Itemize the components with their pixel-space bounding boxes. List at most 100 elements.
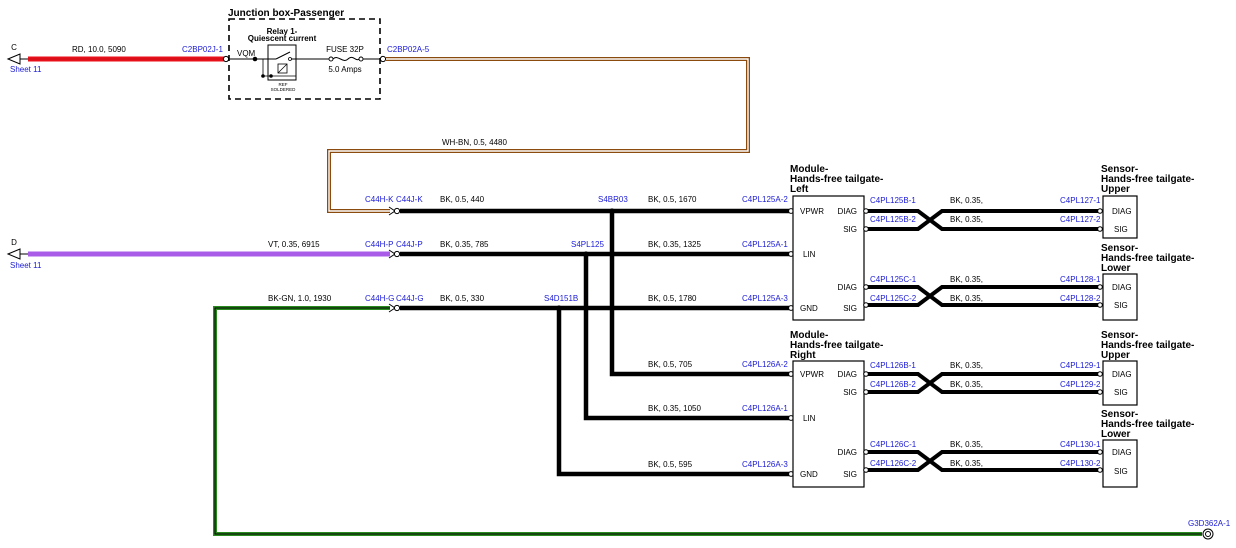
module-right-pin-sig-2: SIG: [843, 470, 857, 479]
connector-c4pl125b-1[interactable]: C4PL125B-1: [870, 196, 916, 205]
wire-twist-label-1: BK, 0.35,: [950, 196, 983, 205]
ground-g3d362a-1: G3D362A-1: [1188, 519, 1231, 540]
c44-connectors: C44H-K C44J-K C44H-P C44J-P C44H-G C44J-…: [365, 195, 424, 313]
wire-bk-705-label: BK, 0.5, 705: [648, 360, 693, 369]
module-right-pin-diag-1: DIAG: [837, 370, 857, 379]
connector-c4pl126b-2[interactable]: C4PL126B-2: [870, 380, 916, 389]
connector-c4pl129-1[interactable]: C4PL129-1: [1060, 361, 1101, 370]
module-right-pin-sig-1: SIG: [843, 388, 857, 397]
connector-c4pl126a-3[interactable]: C4PL126A-3: [742, 460, 788, 469]
wire-wh-bn: [327, 57, 750, 213]
wire-twist-label-6: BK, 0.35,: [950, 380, 983, 389]
wire-wh-bn-label: WH-BN, 0.5, 4480: [442, 138, 507, 147]
connector-c4pl125c-1[interactable]: C4PL125C-1: [870, 275, 917, 284]
connector-c4pl130-2[interactable]: C4PL130-2: [1060, 459, 1101, 468]
connector-c4pl125a-1[interactable]: C4PL125A-1: [742, 240, 788, 249]
module-left-title-3: Left: [790, 184, 809, 195]
relay-symbol: REF SOLDERED: [252, 44, 330, 92]
wire-twist-label-3: BK, 0.35,: [950, 275, 983, 284]
sensor-3-box: [1102, 360, 1138, 406]
module-left-pin-sig-1: SIG: [843, 225, 857, 234]
wire-bk-440-label: BK, 0.5, 440: [440, 195, 485, 204]
pin-c2bp02j-1: [222, 55, 230, 63]
wire-bk-1050-label: BK, 0.35, 1050: [648, 404, 701, 413]
sensor-3-sig: SIG: [1114, 388, 1128, 397]
connector-g3d362a-1[interactable]: G3D362A-1: [1188, 519, 1231, 528]
wire-twist-label-4: BK, 0.35,: [950, 294, 983, 303]
wire-bk-785-label: BK, 0.35, 785: [440, 240, 489, 249]
module-left: Module- Hands-free tailgate- Left VPWR L…: [790, 164, 883, 321]
connector-c2bp02a-5[interactable]: C2BP02A-5: [387, 45, 430, 54]
sensor-4-title-2: Hands-free tailgate-: [1101, 419, 1194, 430]
fuse-label: FUSE 32P: [326, 45, 364, 54]
module-right-title-2: Hands-free tailgate-: [790, 340, 883, 351]
sensor-2-title-1: Sensor-: [1101, 243, 1138, 254]
sensor-1-title-2: Hands-free tailgate-: [1101, 174, 1194, 185]
connector-c4pl126a-1[interactable]: C4PL126A-1: [742, 404, 788, 413]
connector-c4pl128-1[interactable]: C4PL128-1: [1060, 275, 1101, 284]
wire-twist-label-7: BK, 0.35,: [950, 440, 983, 449]
connector-c4pl126a-2[interactable]: C4PL126A-2: [742, 360, 788, 369]
splice-s4pl125[interactable]: S4PL125: [571, 240, 604, 249]
connector-c4pl126c-2[interactable]: C4PL126C-2: [870, 459, 917, 468]
pin-c2bp02a-5: [379, 55, 387, 63]
connector-c44j-k[interactable]: C44J-K: [396, 195, 423, 204]
connector-c4pl125a-2[interactable]: C4PL125A-2: [742, 195, 788, 204]
connector-c44h-p[interactable]: C44H-P: [365, 240, 393, 249]
fuse-amps: 5.0 Amps: [328, 65, 361, 74]
connector-c4pl127-2[interactable]: C4PL127-2: [1060, 215, 1101, 224]
connector-c4pl125c-2[interactable]: C4PL125C-2: [870, 294, 917, 303]
sensor-2-title-3: Lower: [1101, 263, 1131, 274]
connector-c4pl130-1[interactable]: C4PL130-1: [1060, 440, 1101, 449]
wire-bk-330-label: BK, 0.5, 330: [440, 294, 485, 303]
connector-c4pl125a-3[interactable]: C4PL125A-3: [742, 294, 788, 303]
connector-c44h-g[interactable]: C44H-G: [365, 294, 394, 303]
module-right-pin-gnd: GND: [800, 470, 818, 479]
connector-c4pl129-2[interactable]: C4PL129-2: [1060, 380, 1101, 389]
junction-box: Junction box-Passenger Relay 1- Quiescen…: [228, 8, 381, 100]
module-right-pin-lin: LIN: [803, 414, 816, 423]
sensor-4-diag: DIAG: [1112, 448, 1132, 457]
wire-vt-label: VT, 0.35, 6915: [268, 240, 320, 249]
connector-c4pl125b-2[interactable]: C4PL125B-2: [870, 215, 916, 224]
connector-c4pl127-1[interactable]: C4PL127-1: [1060, 196, 1101, 205]
connector-c44j-g[interactable]: C44J-G: [396, 294, 424, 303]
wire-bk-1780-label: BK, 0.5, 1780: [648, 294, 697, 303]
module-left-pin-vpwr: VPWR: [800, 207, 824, 216]
module-left-title-1: Module-: [790, 164, 828, 175]
module-right-title-3: Right: [790, 350, 816, 361]
sensor-3-title-1: Sensor-: [1101, 330, 1138, 341]
fuse-symbol: FUSE 32P 5.0 Amps: [326, 45, 380, 74]
junction-box-title: Junction box-Passenger: [228, 8, 344, 19]
sensor-1-diag: DIAG: [1112, 207, 1132, 216]
sensor-2-sig: SIG: [1114, 301, 1128, 310]
wire-twist-label-2: BK, 0.35,: [950, 215, 983, 224]
offpage-d: D Sheet 11: [6, 238, 42, 270]
connector-c44h-k[interactable]: C44H-K: [365, 195, 394, 204]
sensor-1-title-1: Sensor-: [1101, 164, 1138, 175]
module-left-pin-lin: LIN: [803, 250, 816, 259]
offpage-d-sheet[interactable]: Sheet 11: [10, 261, 42, 270]
sensor-1-sig: SIG: [1114, 225, 1128, 234]
sensor-4-box: [1102, 439, 1138, 488]
connector-c4pl128-2[interactable]: C4PL128-2: [1060, 294, 1101, 303]
splice-s4br03[interactable]: S4BR03: [598, 195, 628, 204]
connector-c4pl126b-1[interactable]: C4PL126B-1: [870, 361, 916, 370]
offpage-c-letter: C: [11, 43, 17, 52]
offpage-c-sheet[interactable]: Sheet 11: [10, 65, 42, 74]
connector-c2bp02j-1[interactable]: C2BP02J-1: [182, 45, 223, 54]
module-left-pin-gnd: GND: [800, 304, 818, 313]
sensor-2-title-2: Hands-free tailgate-: [1101, 253, 1194, 264]
wire-twist-label-8: BK, 0.35,: [950, 459, 983, 468]
module-right-box: [792, 360, 865, 488]
splice-s4d151b[interactable]: S4D151B: [544, 294, 578, 303]
splice-points: [556, 208, 615, 311]
sensor-lower-left: Sensor- Hands-free tailgate- Lower DIAG …: [1101, 243, 1194, 321]
twisted-pairs: [868, 209, 1100, 472]
ref-label: REF: [279, 82, 288, 87]
connector-c4pl126c-1[interactable]: C4PL126C-1: [870, 440, 917, 449]
connector-c44j-p[interactable]: C44J-P: [396, 240, 423, 249]
sensor-3-title-2: Hands-free tailgate-: [1101, 340, 1194, 351]
wire-bk-595-label: BK, 0.5, 595: [648, 460, 693, 469]
